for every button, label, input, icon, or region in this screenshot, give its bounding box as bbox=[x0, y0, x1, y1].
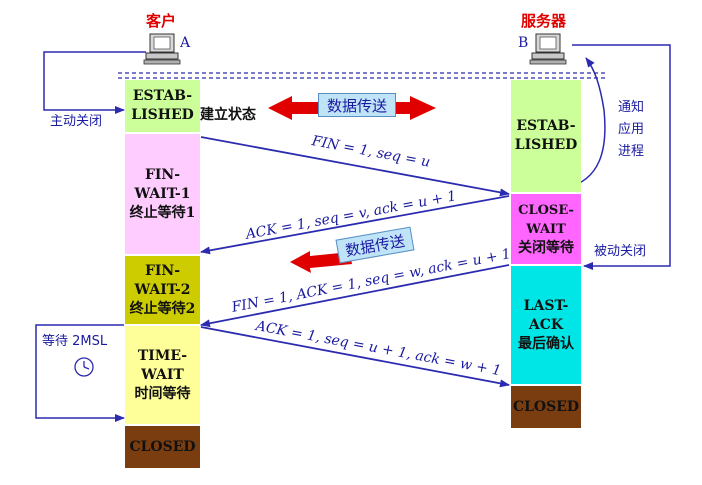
notify-app-label-3: 进程 bbox=[618, 144, 645, 159]
state-label: ESTAB- bbox=[132, 88, 193, 104]
state-label: TIME-WAIT bbox=[137, 347, 188, 383]
state-label: 终止等待1 bbox=[129, 204, 196, 221]
server-state-closed: CLOSED bbox=[511, 386, 581, 428]
state-label: 最后确认 bbox=[518, 335, 574, 352]
client-computer-icon bbox=[143, 33, 181, 65]
server-letter: B bbox=[518, 35, 529, 51]
state-label: 关闭等待 bbox=[518, 239, 574, 256]
last-ack-arrow bbox=[200, 326, 510, 388]
data-transfer-left-arrow bbox=[290, 251, 352, 273]
ack-arrow bbox=[200, 195, 510, 255]
server-title: 服务器 bbox=[521, 12, 567, 30]
notify-app-label-2: 应用 bbox=[618, 122, 645, 137]
data-transfer-banner-1: 数据传送 bbox=[318, 93, 396, 117]
passive-close-label: 被动关闭 bbox=[594, 244, 647, 259]
fin-arrow bbox=[200, 136, 510, 197]
client-title: 客户 bbox=[146, 12, 177, 30]
server-state-last-ack: LAST-ACK 最后确认 bbox=[511, 266, 581, 384]
wait-2msl-arrow bbox=[35, 324, 125, 422]
server-state-established: ESTAB- LISHED bbox=[511, 80, 581, 192]
client-state-fin-wait-1: FIN-WAIT-1 终止等待1 bbox=[125, 134, 200, 254]
state-label: CLOSED bbox=[129, 438, 196, 455]
client-letter: A bbox=[180, 35, 191, 51]
state-label: ESTAB- bbox=[516, 118, 576, 134]
state-label: LISHED bbox=[514, 137, 578, 153]
client-state-fin-wait-2: FIN-WAIT-2 终止等待2 bbox=[125, 256, 200, 324]
client-state-time-wait: TIME-WAIT 时间等待 bbox=[125, 326, 200, 424]
server-computer-icon bbox=[529, 33, 567, 65]
notify-app-label-1: 通知 bbox=[618, 100, 645, 115]
server-state-close-wait: CLOSE-WAIT 关闭等待 bbox=[511, 194, 581, 264]
client-state-established: ESTAB- LISHED bbox=[125, 80, 200, 132]
state-label: 时间等待 bbox=[134, 385, 191, 402]
fin-ack-arrow bbox=[200, 264, 510, 328]
active-close-arrow bbox=[43, 51, 146, 114]
wait-2msl-label: 等待 2MSL bbox=[42, 334, 108, 349]
state-label: FIN-WAIT-1 bbox=[134, 166, 191, 202]
client-state-closed: CLOSED bbox=[125, 426, 200, 468]
state-label: LAST-ACK bbox=[523, 297, 569, 333]
state-label: FIN-WAIT-2 bbox=[134, 262, 191, 298]
state-label: 终止等待2 bbox=[129, 300, 196, 317]
established-state-label: 建立状态 bbox=[200, 107, 256, 123]
state-label: LISHED bbox=[131, 107, 194, 123]
clock-icon bbox=[74, 357, 94, 377]
state-label: CLOSE-WAIT bbox=[518, 202, 574, 237]
passive-close-arrow bbox=[572, 44, 671, 270]
notify-app-arrow bbox=[565, 57, 606, 189]
state-label: CLOSED bbox=[512, 398, 580, 415]
active-close-label: 主动关闭 bbox=[50, 114, 103, 129]
